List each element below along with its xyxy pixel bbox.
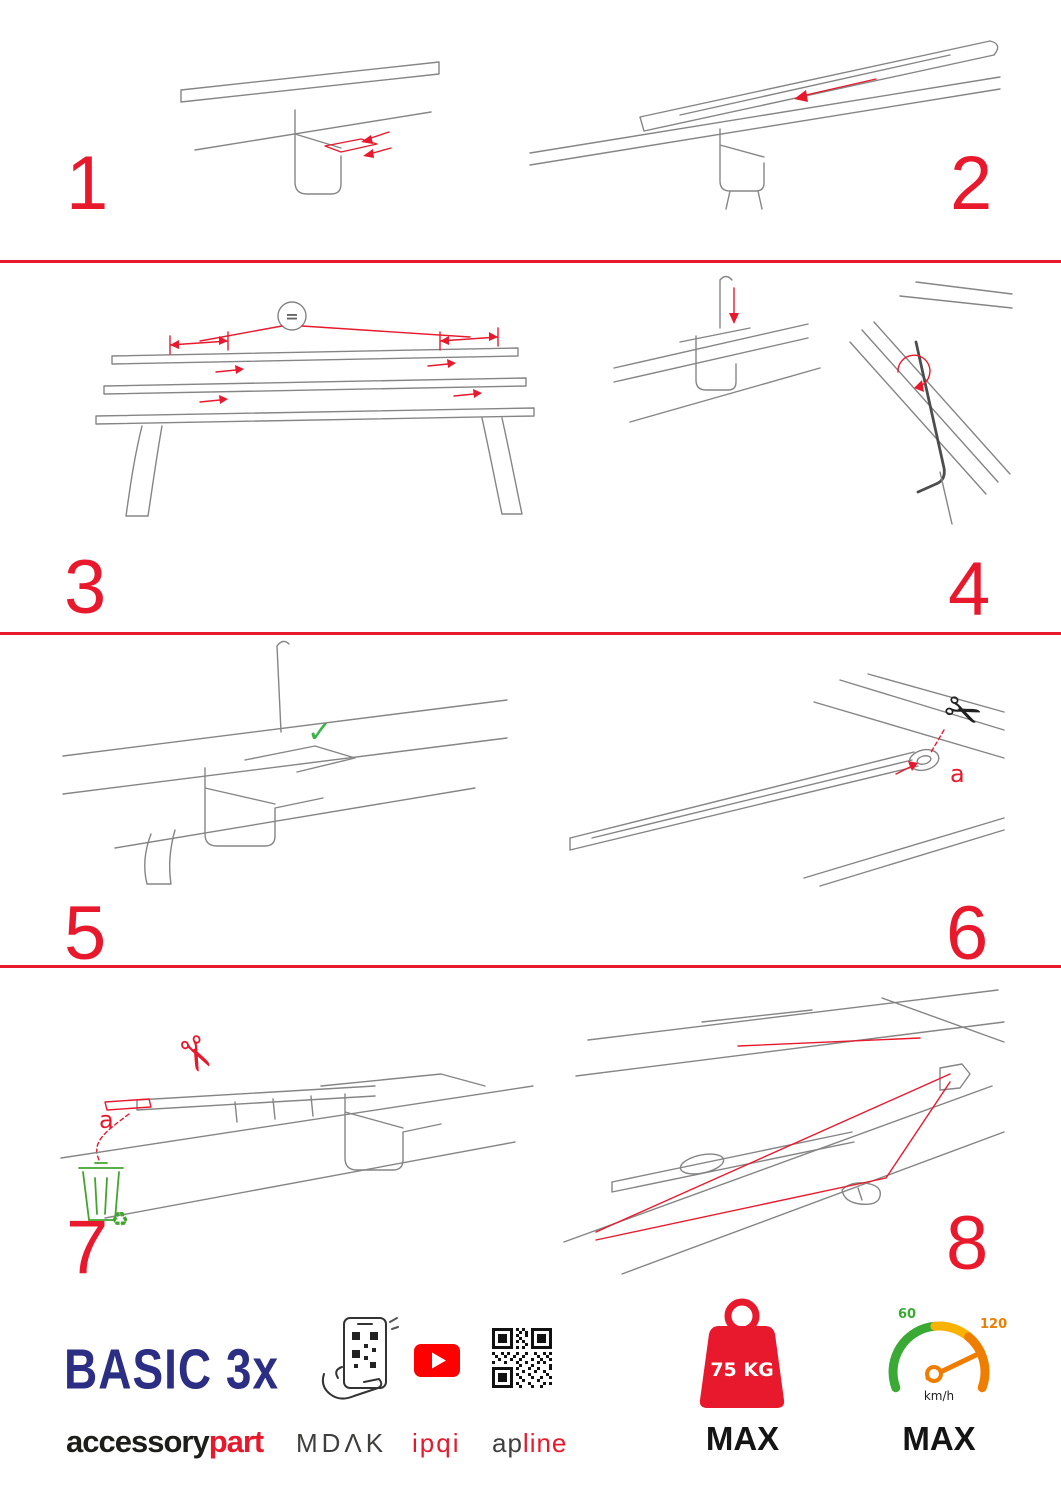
step-2-illustration xyxy=(529,40,1001,210)
step-4-illustration xyxy=(613,275,1013,525)
equal-spacing-label: = xyxy=(285,307,298,326)
step-1-illustration xyxy=(180,61,440,195)
step-3-number: 3 xyxy=(64,545,107,630)
step-5-illustration: ✓ xyxy=(62,640,508,885)
checkmark: ✓ xyxy=(307,715,332,750)
speed-unit-label: km/h xyxy=(924,1389,954,1403)
step-6-illustration: ✂ a xyxy=(569,673,1005,887)
step-3-illustration: = xyxy=(95,301,535,517)
step-7-illustration: ✂ a ♻ xyxy=(60,1025,534,1231)
max-weight-icon: 75 KG xyxy=(699,1298,785,1408)
scissors-icon: ✂ xyxy=(163,1025,228,1083)
speed-120-label: 120 xyxy=(980,1317,1007,1332)
step-1-number: 1 xyxy=(66,141,109,226)
section-divider xyxy=(0,260,1061,263)
max-speed-icon: 60 120 km/h xyxy=(888,1307,1007,1403)
partner-ipqi-label: ipqi xyxy=(412,1428,461,1458)
phone-qr-scan-icon xyxy=(321,1317,399,1400)
max-weight-label: MAX xyxy=(705,1420,780,1457)
brand-subtitle-black: accessory xyxy=(66,1424,210,1459)
partner-apline-red: line xyxy=(522,1428,568,1458)
cut-piece-label: a xyxy=(950,760,965,788)
step-7-number: 7 xyxy=(66,1205,109,1290)
speed-60-label: 60 xyxy=(898,1307,916,1322)
partner-mdak-label: MDΛK xyxy=(296,1428,388,1458)
youtube-icon xyxy=(414,1344,460,1377)
partner-apline-black: ap xyxy=(492,1428,523,1458)
step-8-number: 8 xyxy=(946,1201,989,1286)
recycle-icon: ♻ xyxy=(111,1207,129,1231)
scissors-icon: ✂ xyxy=(936,681,990,743)
step-6-number: 6 xyxy=(946,891,989,976)
section-divider xyxy=(0,965,1061,968)
max-weight-value: 75 KG xyxy=(710,1359,773,1381)
brand-title: BASIC 3x xyxy=(64,1337,280,1401)
section-divider xyxy=(0,632,1061,635)
step-8-illustration xyxy=(563,989,1005,1275)
step-5-number: 5 xyxy=(64,891,107,976)
cut-piece-label: a xyxy=(99,1106,114,1134)
brand-subtitle-red: part xyxy=(208,1424,265,1459)
max-speed-label: MAX xyxy=(902,1420,976,1457)
partner-apline-label: apline xyxy=(492,1428,567,1459)
brand-subtitle: accessorypart xyxy=(66,1424,265,1460)
step-2-number: 2 xyxy=(950,141,993,226)
step-4-number: 4 xyxy=(948,547,991,632)
qr-code-icon xyxy=(492,1328,552,1388)
